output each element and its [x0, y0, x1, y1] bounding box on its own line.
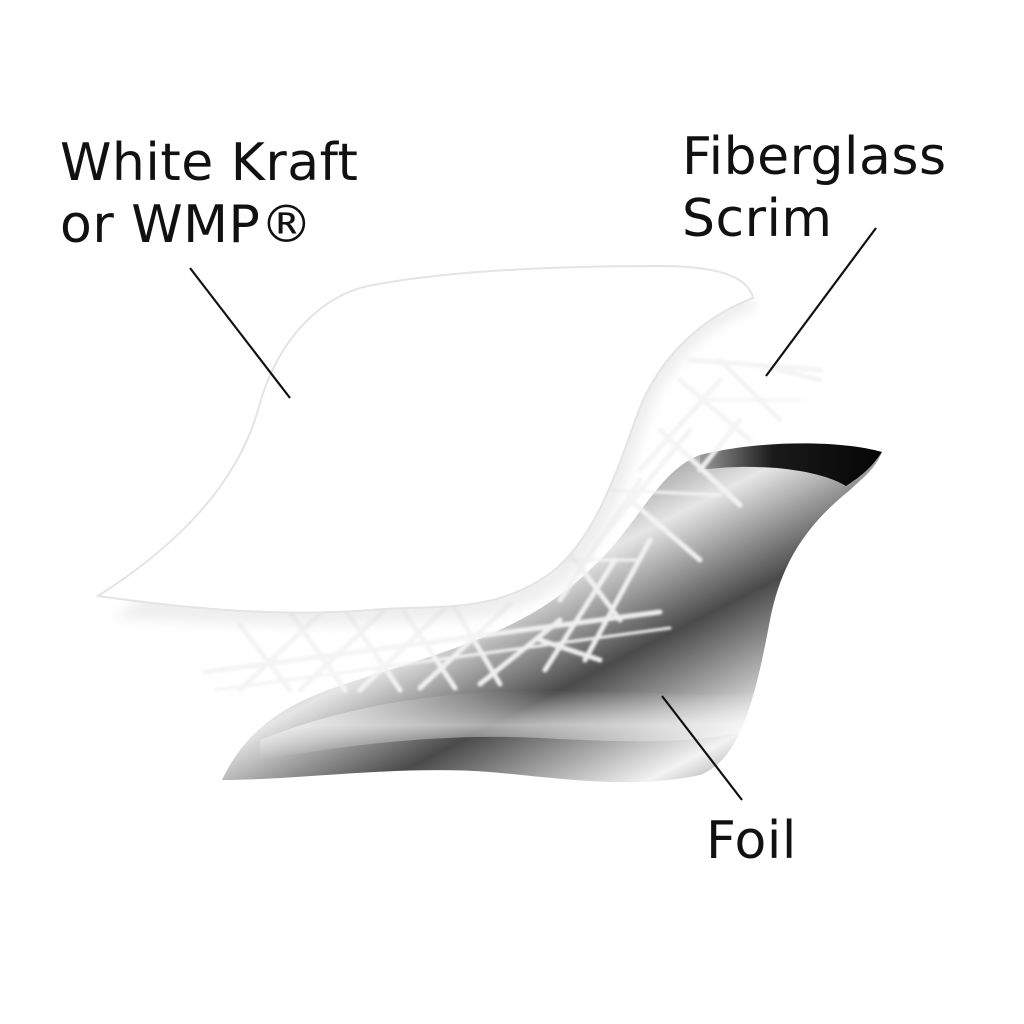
foil-layer	[222, 443, 882, 783]
label-white-kraft-line2: or WMP®	[60, 195, 313, 255]
label-foil-line1: Foil	[706, 811, 797, 871]
label-foil: Foil	[706, 810, 797, 872]
label-white-kraft: White Kraft or WMP®	[60, 132, 358, 256]
label-fiberglass-scrim: Fiberglass Scrim	[682, 126, 947, 250]
kraft-layer	[95, 264, 756, 626]
leader-lines	[189, 227, 877, 801]
foil-leader-line	[661, 695, 743, 801]
label-fiberglass-scrim-line2: Scrim	[682, 189, 833, 249]
label-white-kraft-line1: White Kraft	[60, 133, 359, 193]
foil-curl-edge	[700, 443, 882, 486]
label-fiberglass-scrim-line1: Fiberglass	[682, 127, 947, 187]
kraft-leader-line	[189, 267, 291, 399]
scrim-leader-line	[765, 227, 877, 377]
foil-shine	[260, 690, 760, 760]
